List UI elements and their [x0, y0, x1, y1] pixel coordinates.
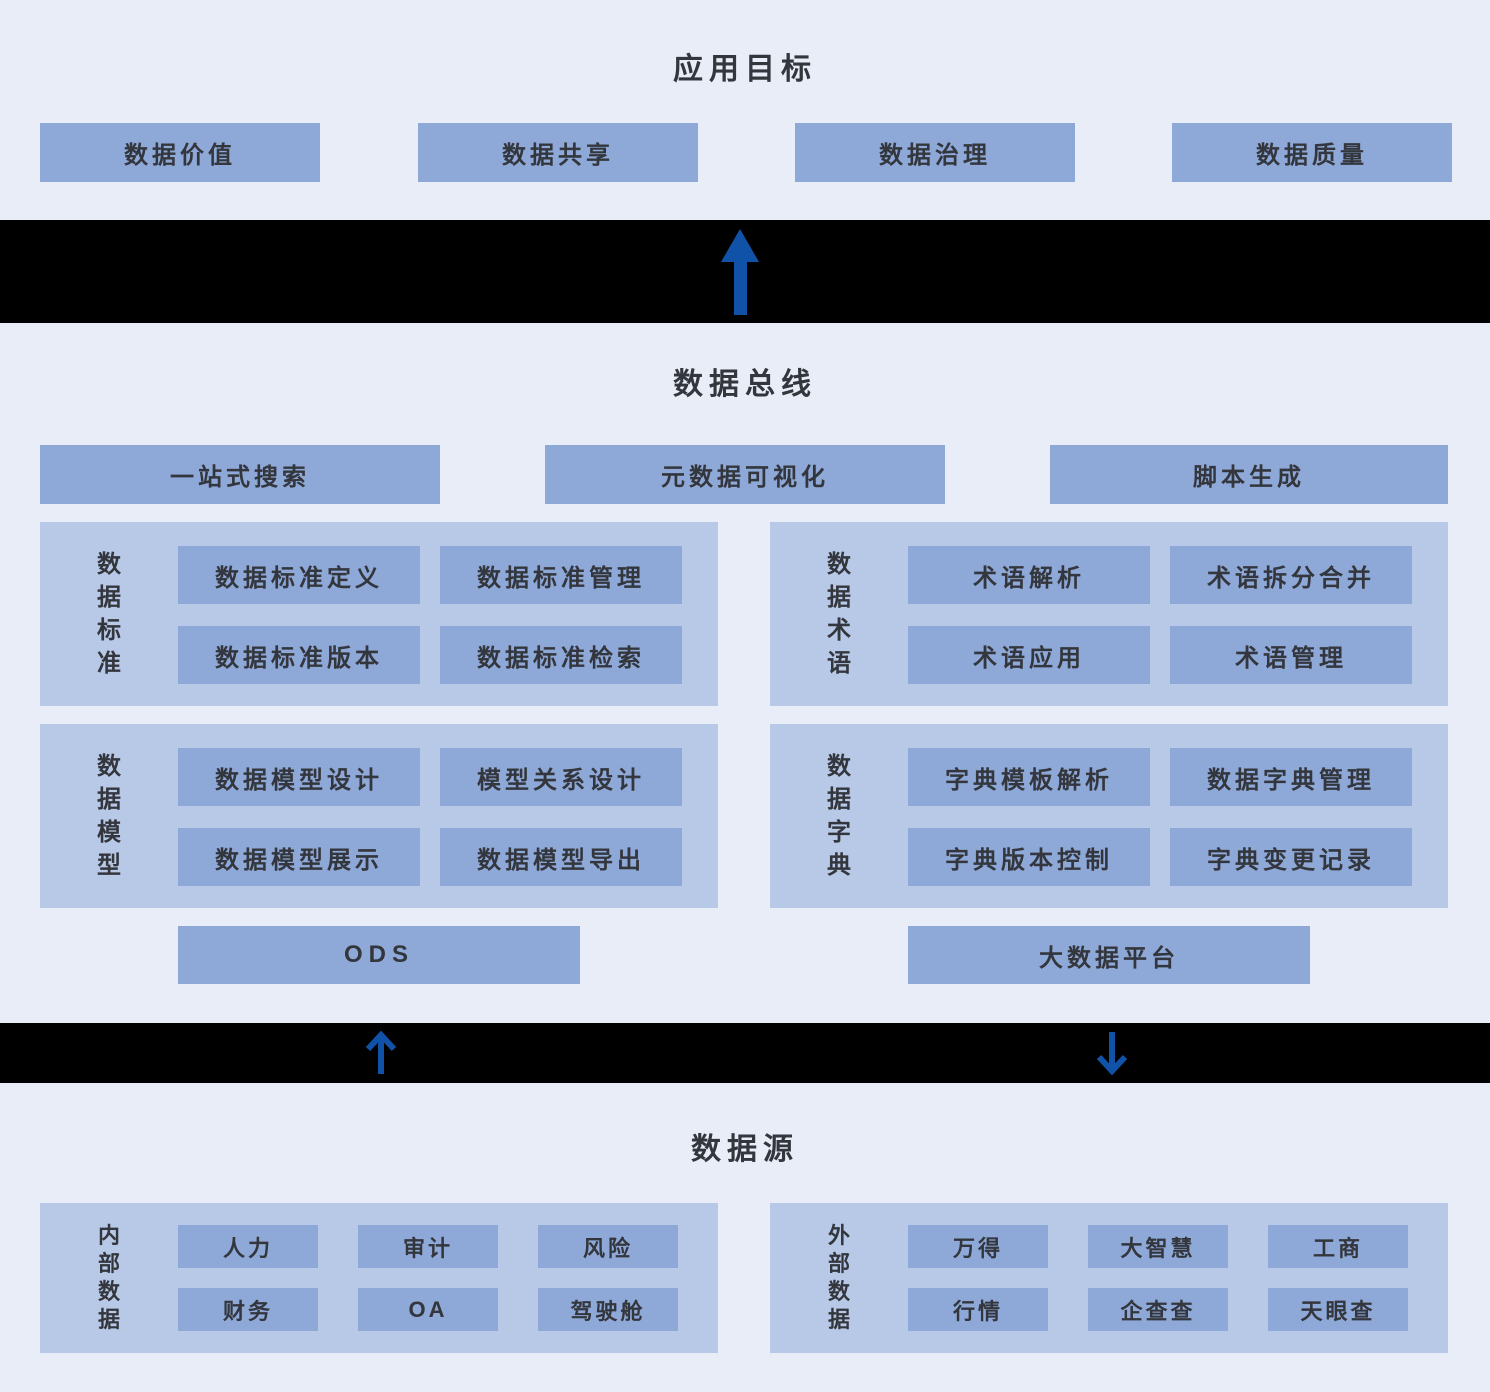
group-data-dictionary: 数据字典 字典模板解析 数据字典管理 字典版本控制 字典变更记录 [770, 724, 1448, 908]
group-label: 数据术语 [827, 551, 851, 677]
group-item: 术语解析 [908, 546, 1150, 604]
source-item: 风险 [538, 1225, 678, 1268]
group-label-area: 数据术语 [770, 522, 908, 706]
goal-box-data-sharing: 数据共享 [418, 123, 698, 182]
group-item: 数据模型导出 [440, 828, 682, 886]
source-item: 企查查 [1088, 1288, 1228, 1331]
feature-box-script-generation: 脚本生成 [1050, 445, 1448, 504]
group-item: 术语拆分合并 [1170, 546, 1412, 604]
source-item: 行情 [908, 1288, 1048, 1331]
group-data-terminology: 数据术语 术语解析 术语拆分合并 术语应用 术语管理 [770, 522, 1448, 706]
app-goals-title: 应用目标 [673, 53, 817, 86]
group-internal-data: 内部数据 人力 审计 风险 财务 OA 驾驶舱 [40, 1203, 718, 1353]
goal-box-data-value: 数据价值 [40, 123, 320, 182]
platform-box-ods: ODS [178, 926, 580, 984]
group-label: 内部数据 [97, 1223, 120, 1332]
source-item: 天眼查 [1268, 1288, 1408, 1331]
group-item: 模型关系设计 [440, 748, 682, 806]
source-item: 大智慧 [1088, 1225, 1228, 1268]
source-item: 审计 [358, 1225, 498, 1268]
group-item: 字典模板解析 [908, 748, 1150, 806]
group-label: 数据标准 [97, 551, 121, 677]
group-item: 字典版本控制 [908, 828, 1150, 886]
group-item: 字典变更记录 [1170, 828, 1412, 886]
group-item: 数据标准检索 [440, 626, 682, 684]
feature-box-metadata-visualization: 元数据可视化 [545, 445, 945, 504]
source-item: 财务 [178, 1288, 318, 1331]
group-label: 数据模型 [97, 753, 121, 879]
arrow-up-icon [365, 1030, 397, 1074]
group-label: 数据字典 [827, 753, 851, 879]
group-item: 数据标准定义 [178, 546, 420, 604]
group-item: 数据模型展示 [178, 828, 420, 886]
group-label-area: 内部数据 [40, 1203, 178, 1353]
group-item: 数据模型设计 [178, 748, 420, 806]
source-item: 人力 [178, 1225, 318, 1268]
group-label-area: 数据模型 [40, 724, 178, 908]
feature-box-one-stop-search: 一站式搜索 [40, 445, 440, 504]
group-external-data: 外部数据 万得 大智慧 工商 行情 企查查 天眼查 [770, 1203, 1448, 1353]
group-label-area: 数据字典 [770, 724, 908, 908]
source-item: 万得 [908, 1225, 1048, 1268]
group-label: 外部数据 [827, 1223, 850, 1332]
data-sources-title: 数据源 [691, 1133, 799, 1166]
group-item: 数据标准管理 [440, 546, 682, 604]
group-item: 术语应用 [908, 626, 1150, 684]
divider-band-bottom [0, 1023, 1490, 1083]
group-data-model: 数据模型 数据模型设计 模型关系设计 数据模型展示 数据模型导出 [40, 724, 718, 908]
platform-box-bigdata: 大数据平台 [908, 926, 1310, 984]
arrow-head [721, 229, 759, 262]
data-bus-title: 数据总线 [673, 368, 817, 401]
group-data-standard: 数据标准 数据标准定义 数据标准管理 数据标准版本 数据标准检索 [40, 522, 718, 706]
source-item: 工商 [1268, 1225, 1408, 1268]
arrow-up-icon [721, 229, 759, 315]
goal-box-data-quality: 数据质量 [1172, 123, 1452, 182]
group-item: 术语管理 [1170, 626, 1412, 684]
arrow-down-icon [1096, 1032, 1128, 1076]
group-item: 数据字典管理 [1170, 748, 1412, 806]
divider-band-top [0, 220, 1490, 323]
source-item: 驾驶舱 [538, 1288, 678, 1331]
group-label-area: 数据标准 [40, 522, 178, 706]
group-item: 数据标准版本 [178, 626, 420, 684]
arrow-stem [733, 262, 747, 315]
source-item: OA [358, 1288, 498, 1331]
goal-box-data-governance: 数据治理 [795, 123, 1075, 182]
group-label-area: 外部数据 [770, 1203, 908, 1353]
